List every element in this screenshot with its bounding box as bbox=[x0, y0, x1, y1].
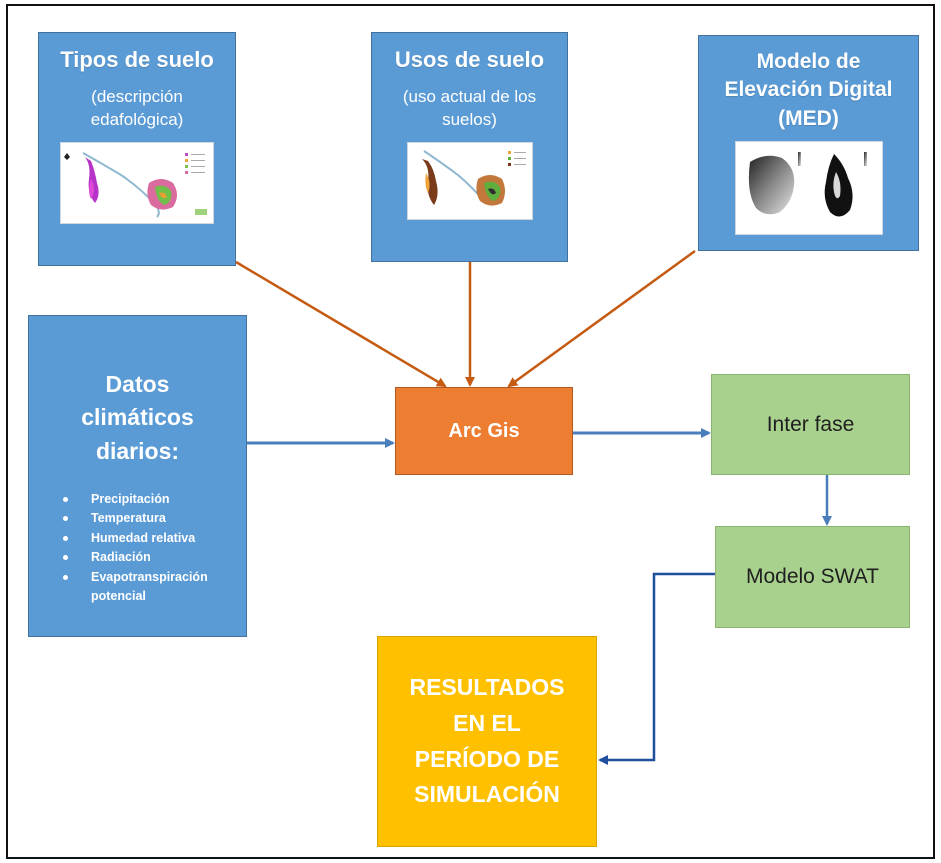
dem-map-thumbnail bbox=[734, 141, 883, 236]
soil-types-title: Tipos de suelo bbox=[60, 47, 214, 72]
arrow-soil-to-arcgis bbox=[235, 260, 447, 388]
land-use-box: Usos de suelo (uso actual de los suelos) bbox=[371, 32, 568, 262]
climate-item-temperature: Temperatura bbox=[63, 509, 236, 528]
dem-box: Modelo de Elevación Digital (MED) bbox=[698, 35, 919, 251]
climate-item-precipitation: Precipitación bbox=[63, 490, 236, 509]
arrow-swat-to-results bbox=[598, 572, 715, 765]
land-use-title: Usos de suelo bbox=[394, 47, 545, 72]
results-label: RESULTADOS EN EL PERÍODO DE SIMULACIÓN bbox=[409, 674, 565, 808]
soil-types-subtitle: (descripción edafológica) bbox=[90, 86, 184, 130]
arcgis-box: Arc Gis bbox=[395, 387, 573, 475]
arcgis-label: Arc Gis bbox=[448, 419, 520, 442]
interface-label: Inter fase bbox=[766, 412, 855, 436]
climate-title: Datos climáticos diarios: bbox=[81, 371, 194, 464]
arrow-dem-to-arcgis bbox=[507, 249, 696, 388]
results-box: RESULTADOS EN EL PERÍODO DE SIMULACIÓN bbox=[377, 636, 597, 847]
swat-model-label: Modelo SWAT bbox=[745, 565, 880, 588]
climate-variables-list: Precipitación Temperatura Humedad relati… bbox=[29, 490, 246, 606]
climate-data-box: Datos climáticos diarios: Precipitación … bbox=[28, 315, 247, 637]
swat-model-box: Modelo SWAT bbox=[715, 526, 910, 628]
interface-box: Inter fase bbox=[711, 374, 910, 475]
climate-item-relative-humidity: Humedad relativa bbox=[63, 529, 236, 548]
land-use-map-thumbnail bbox=[406, 142, 533, 221]
land-use-subtitle: (uso actual de los suelos) bbox=[402, 86, 537, 130]
climate-item-radiation: Radiación bbox=[63, 548, 236, 567]
soil-map-thumbnail bbox=[60, 142, 214, 225]
soil-types-box: Tipos de suelo (descripción edafológica) bbox=[38, 32, 236, 266]
climate-item-evapotranspiration: Evapotranspiración potencial bbox=[63, 568, 236, 607]
dem-title: Modelo de Elevación Digital (MED) bbox=[724, 50, 893, 130]
